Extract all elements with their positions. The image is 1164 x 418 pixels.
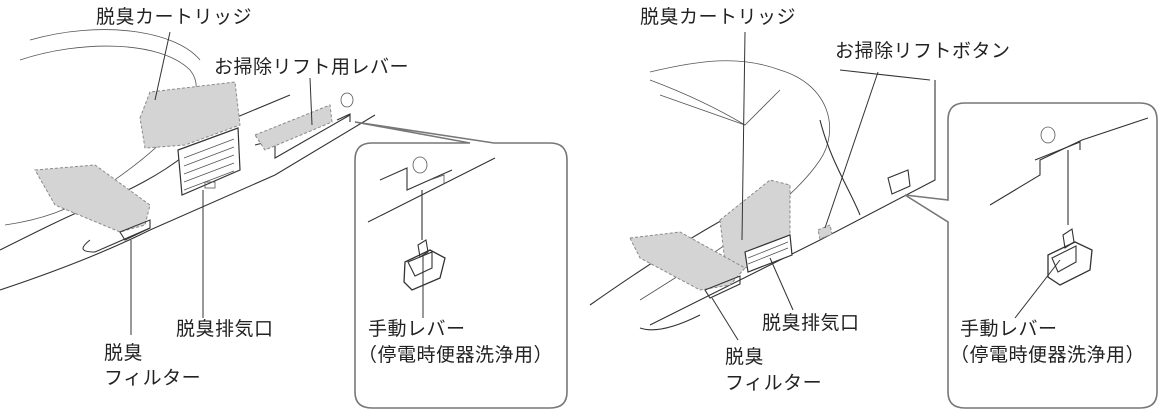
left-filter-label-line2: フィルター xyxy=(104,367,202,389)
right-manual-lever-note: （停電時便器洗浄用） xyxy=(950,344,1146,366)
right-exhaust-grille xyxy=(744,234,793,273)
right-lift-button-label: お掃除リフトボタン xyxy=(835,40,1011,62)
right-filter-label-line2: フィルター xyxy=(725,372,823,394)
left-exhaust-grille xyxy=(177,127,241,196)
right-lift-button xyxy=(817,169,911,240)
right-exhaust-label: 脱臭排気口 xyxy=(762,312,860,334)
right-manual-lever-callout xyxy=(904,102,1158,409)
right-cartridge-label: 脱臭カートリッジ xyxy=(640,6,797,28)
left-cartridge-label: 脱臭カートリッジ xyxy=(96,6,253,28)
left-manual-lever-note: （停電時便器洗浄用） xyxy=(358,344,554,366)
left-manual-lever-label: 手動レバー xyxy=(368,318,466,340)
left-lift-lever-panel xyxy=(254,92,354,151)
right-deodorizer-filter xyxy=(629,231,746,291)
right-manual-lever-label: 手動レバー xyxy=(960,318,1058,340)
left-manual-lever-callout xyxy=(354,121,568,409)
right-filter-slot xyxy=(704,275,741,299)
left-deodorizer-filter xyxy=(34,164,151,233)
left-lift-lever-label: お掃除リフト用レバー xyxy=(214,56,410,78)
left-filter-slot xyxy=(119,219,151,241)
left-filter-label-line1: 脱臭 xyxy=(104,342,144,364)
right-filter-label-line1: 脱臭 xyxy=(725,346,765,368)
left-deodorizer-cartridge xyxy=(139,81,241,149)
left-exhaust-label: 脱臭排気口 xyxy=(176,318,274,340)
